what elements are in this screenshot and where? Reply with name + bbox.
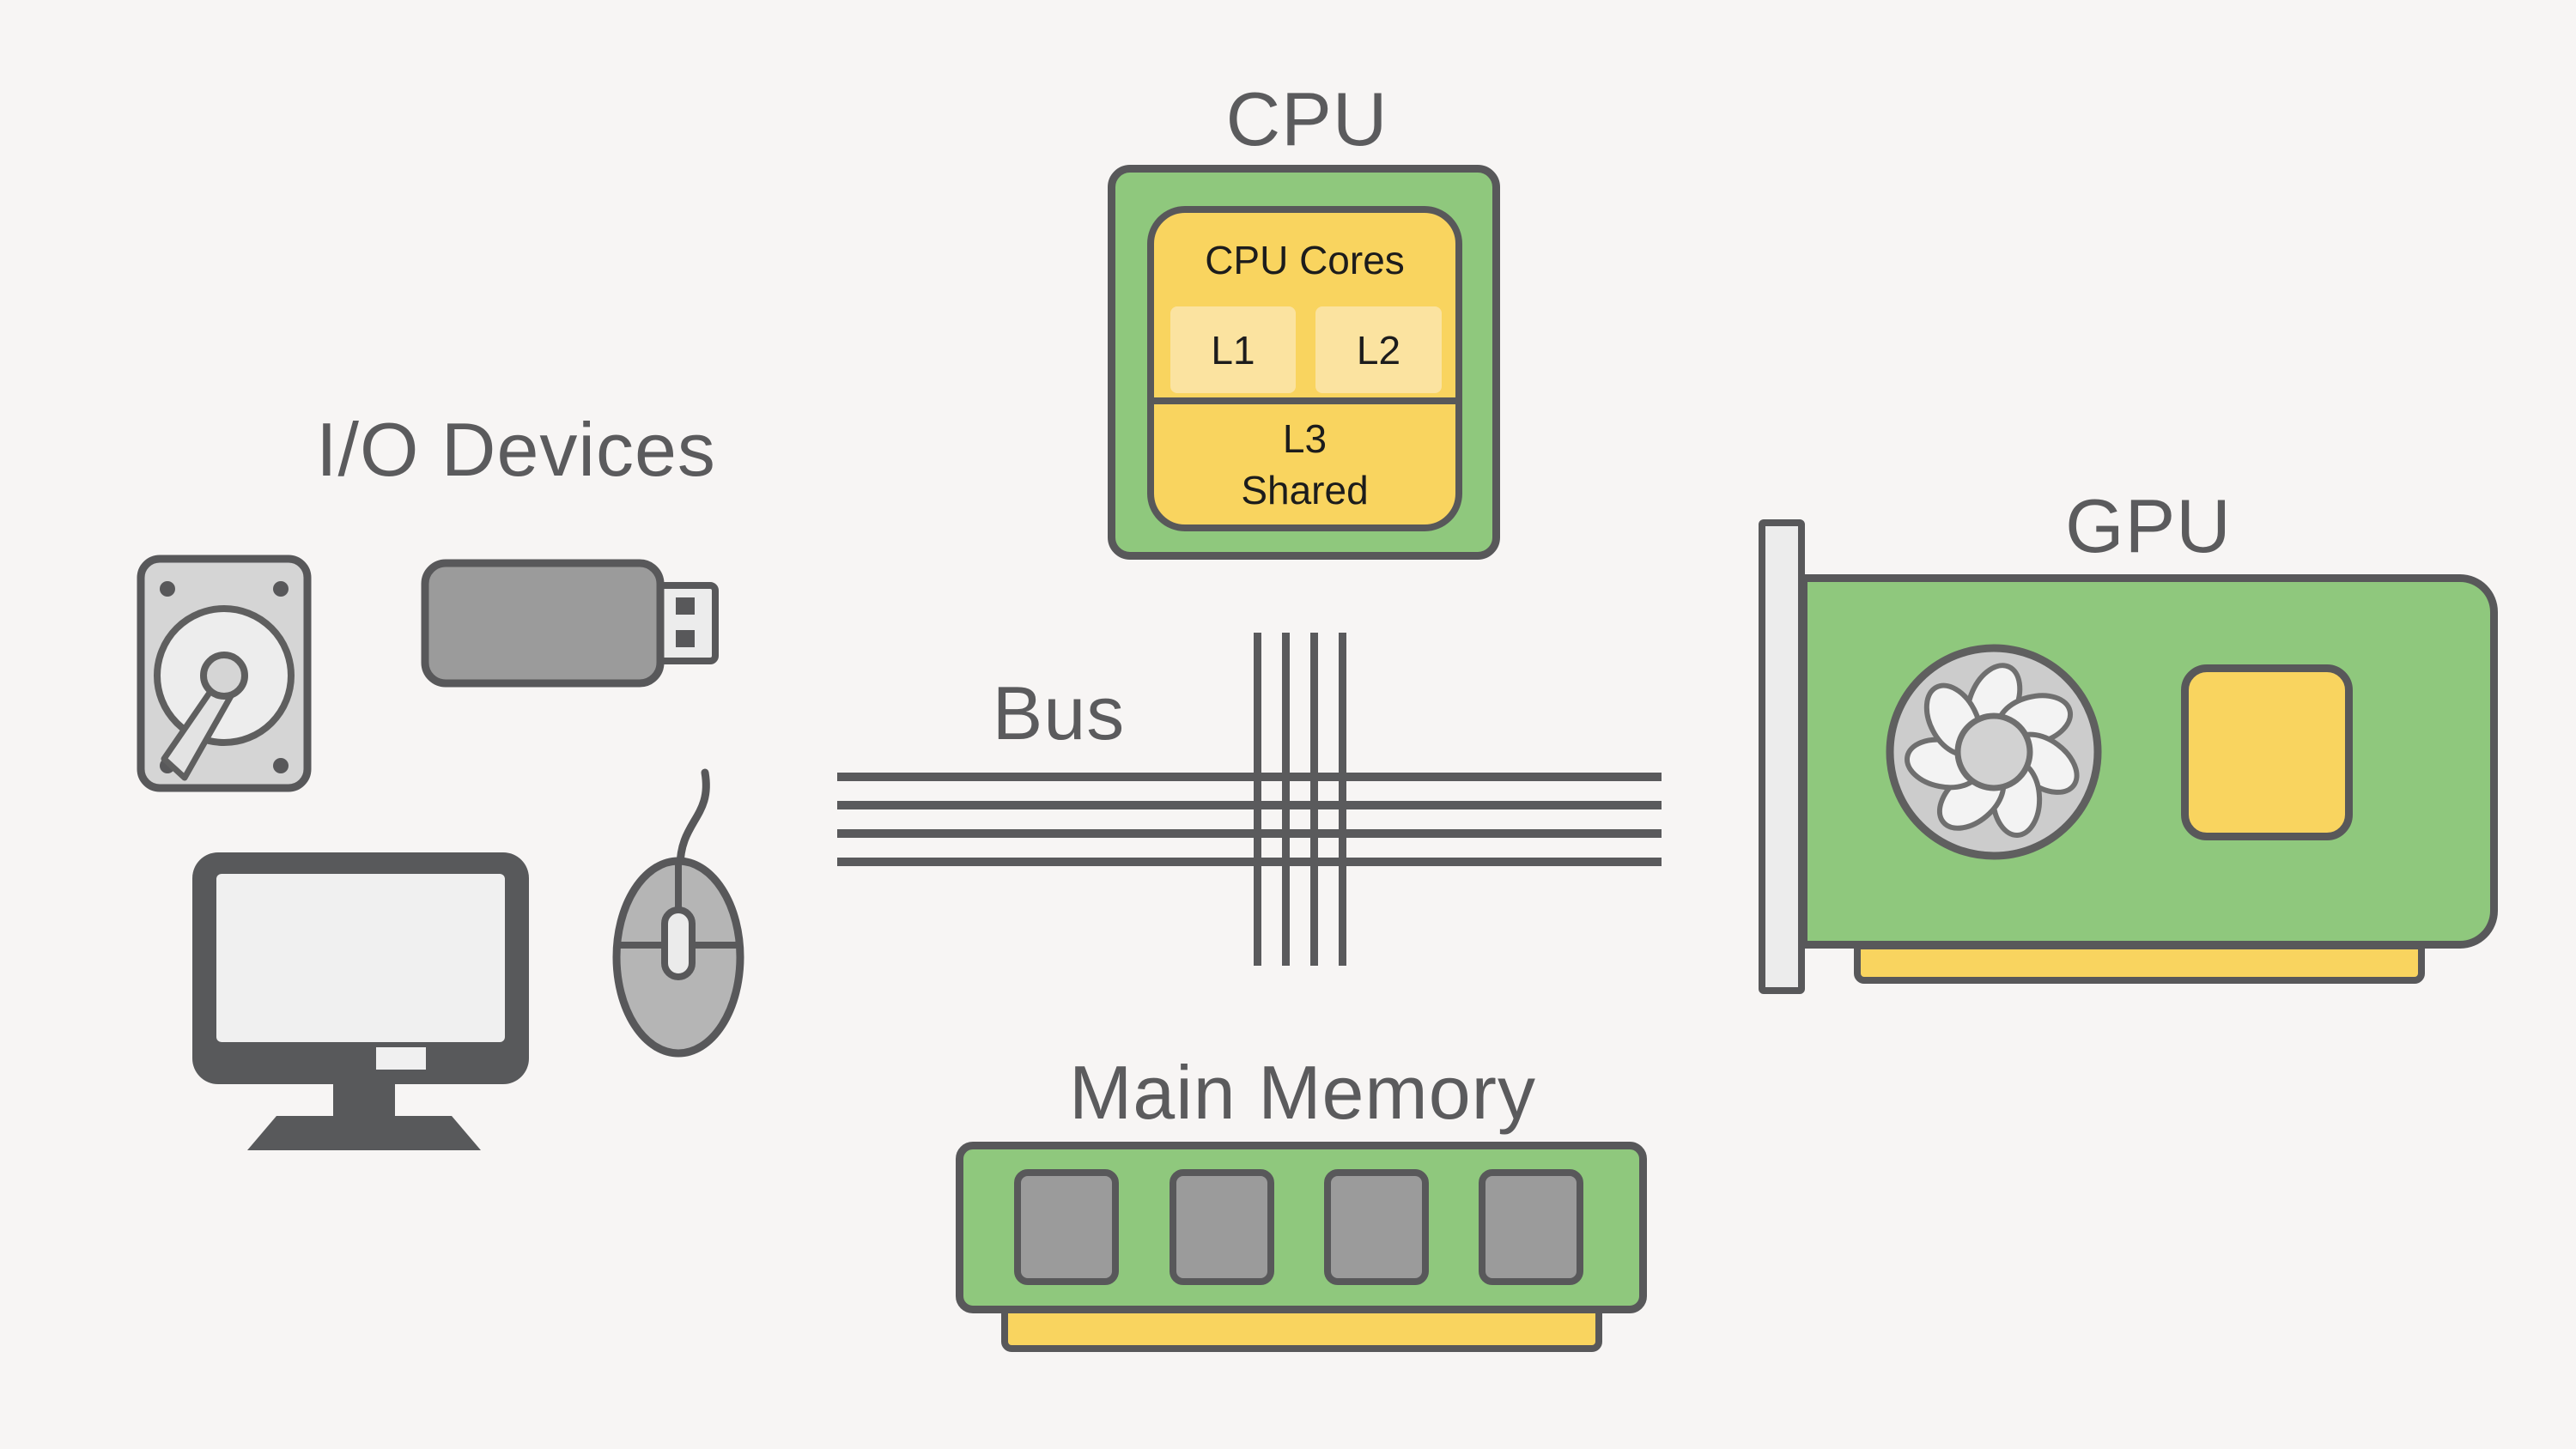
io-devices-label: I/O Devices: [316, 407, 716, 492]
cpu-die: CPU Cores L1 L2 L3 Shared: [1147, 206, 1462, 531]
gpu-label: GPU: [2065, 483, 2232, 568]
mouse-scroll-wheel: [661, 906, 696, 980]
dram-chip: [1324, 1169, 1429, 1285]
usb-drive-icon: [421, 559, 719, 688]
bus-label: Bus: [992, 670, 1126, 755]
bus-vertical-line: [1282, 633, 1290, 966]
l3-shared-label: Shared: [1241, 468, 1369, 512]
bus-vertical-line: [1254, 633, 1261, 966]
mouse-cord: [676, 768, 710, 871]
l3-shared-cache-section: L3 Shared: [1154, 404, 1455, 524]
cpu-cores-section: CPU Cores L1 L2: [1154, 213, 1455, 404]
dram-chip: [1479, 1169, 1583, 1285]
usb-connector: [653, 582, 719, 664]
bus-horizontal-line: [837, 829, 1662, 838]
bus-horizontal-line: [837, 773, 1662, 781]
cpu-chip: CPU Cores L1 L2 L3 Shared: [1108, 165, 1500, 560]
usb-body: [421, 559, 665, 688]
dram-chip: [1170, 1169, 1274, 1285]
cpu-cores-title: CPU Cores: [1205, 238, 1405, 282]
mouse-icon: [612, 768, 744, 1058]
cpu-label: CPU: [1225, 76, 1388, 161]
hdd-spindle: [200, 652, 248, 700]
l2-cache-label: L2: [1356, 327, 1401, 373]
l2-cache-box: L2: [1315, 306, 1442, 393]
bus-horizontal-line: [837, 858, 1662, 866]
l1-cache-label: L1: [1211, 327, 1255, 373]
monitor-logo-tab: [376, 1047, 426, 1070]
gpu-fan-icon: [1886, 644, 2102, 860]
gpu-mounting-bracket: [1759, 519, 1805, 994]
memory-module-board: [956, 1142, 1647, 1313]
hard-disk-icon: [137, 555, 312, 792]
bus-horizontal-line: [837, 801, 1662, 809]
l1-cache-box: L1: [1170, 306, 1296, 393]
bus-vertical-line: [1310, 633, 1318, 966]
monitor-base: [247, 1116, 481, 1150]
bus-vertical-line: [1339, 633, 1346, 966]
gpu-edge-connector: [1854, 943, 2425, 984]
monitor-icon: [192, 852, 529, 1150]
fan-hub: [1954, 712, 2033, 791]
gpu-vram-chip: [2181, 664, 2353, 840]
dram-chip: [1014, 1169, 1119, 1285]
main-memory-label: Main Memory: [1069, 1050, 1536, 1135]
monitor-screen: [216, 874, 505, 1042]
l3-cache-label: L3: [1282, 416, 1327, 461]
